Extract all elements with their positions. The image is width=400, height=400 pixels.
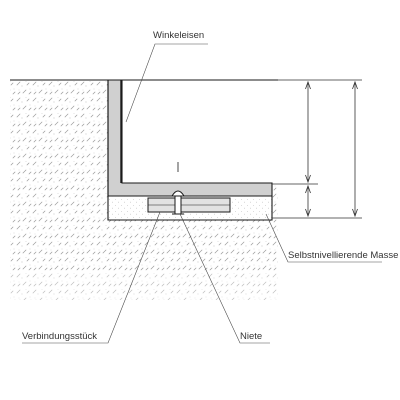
label-rivet: Niete	[240, 331, 262, 342]
connector-piece	[147, 197, 231, 213]
leader-angle-iron	[125, 43, 208, 123]
recess-outline	[107, 80, 273, 221]
label-connector-piece: Verbindungsstück	[22, 331, 97, 342]
label-self-leveling-compound: Selbstnivellierende Masse	[288, 250, 398, 261]
leader-lines	[22, 43, 382, 344]
angle-iron-profile	[107, 79, 273, 197]
leader-connector-piece	[22, 211, 161, 344]
concrete-substrate	[10, 80, 278, 300]
leader-rivet	[179, 213, 270, 344]
label-angle-iron: Winkeleisen	[153, 30, 204, 41]
leader-self-leveling-compound	[265, 213, 382, 263]
dimension-lines	[272, 79, 362, 219]
rivet	[171, 190, 185, 215]
